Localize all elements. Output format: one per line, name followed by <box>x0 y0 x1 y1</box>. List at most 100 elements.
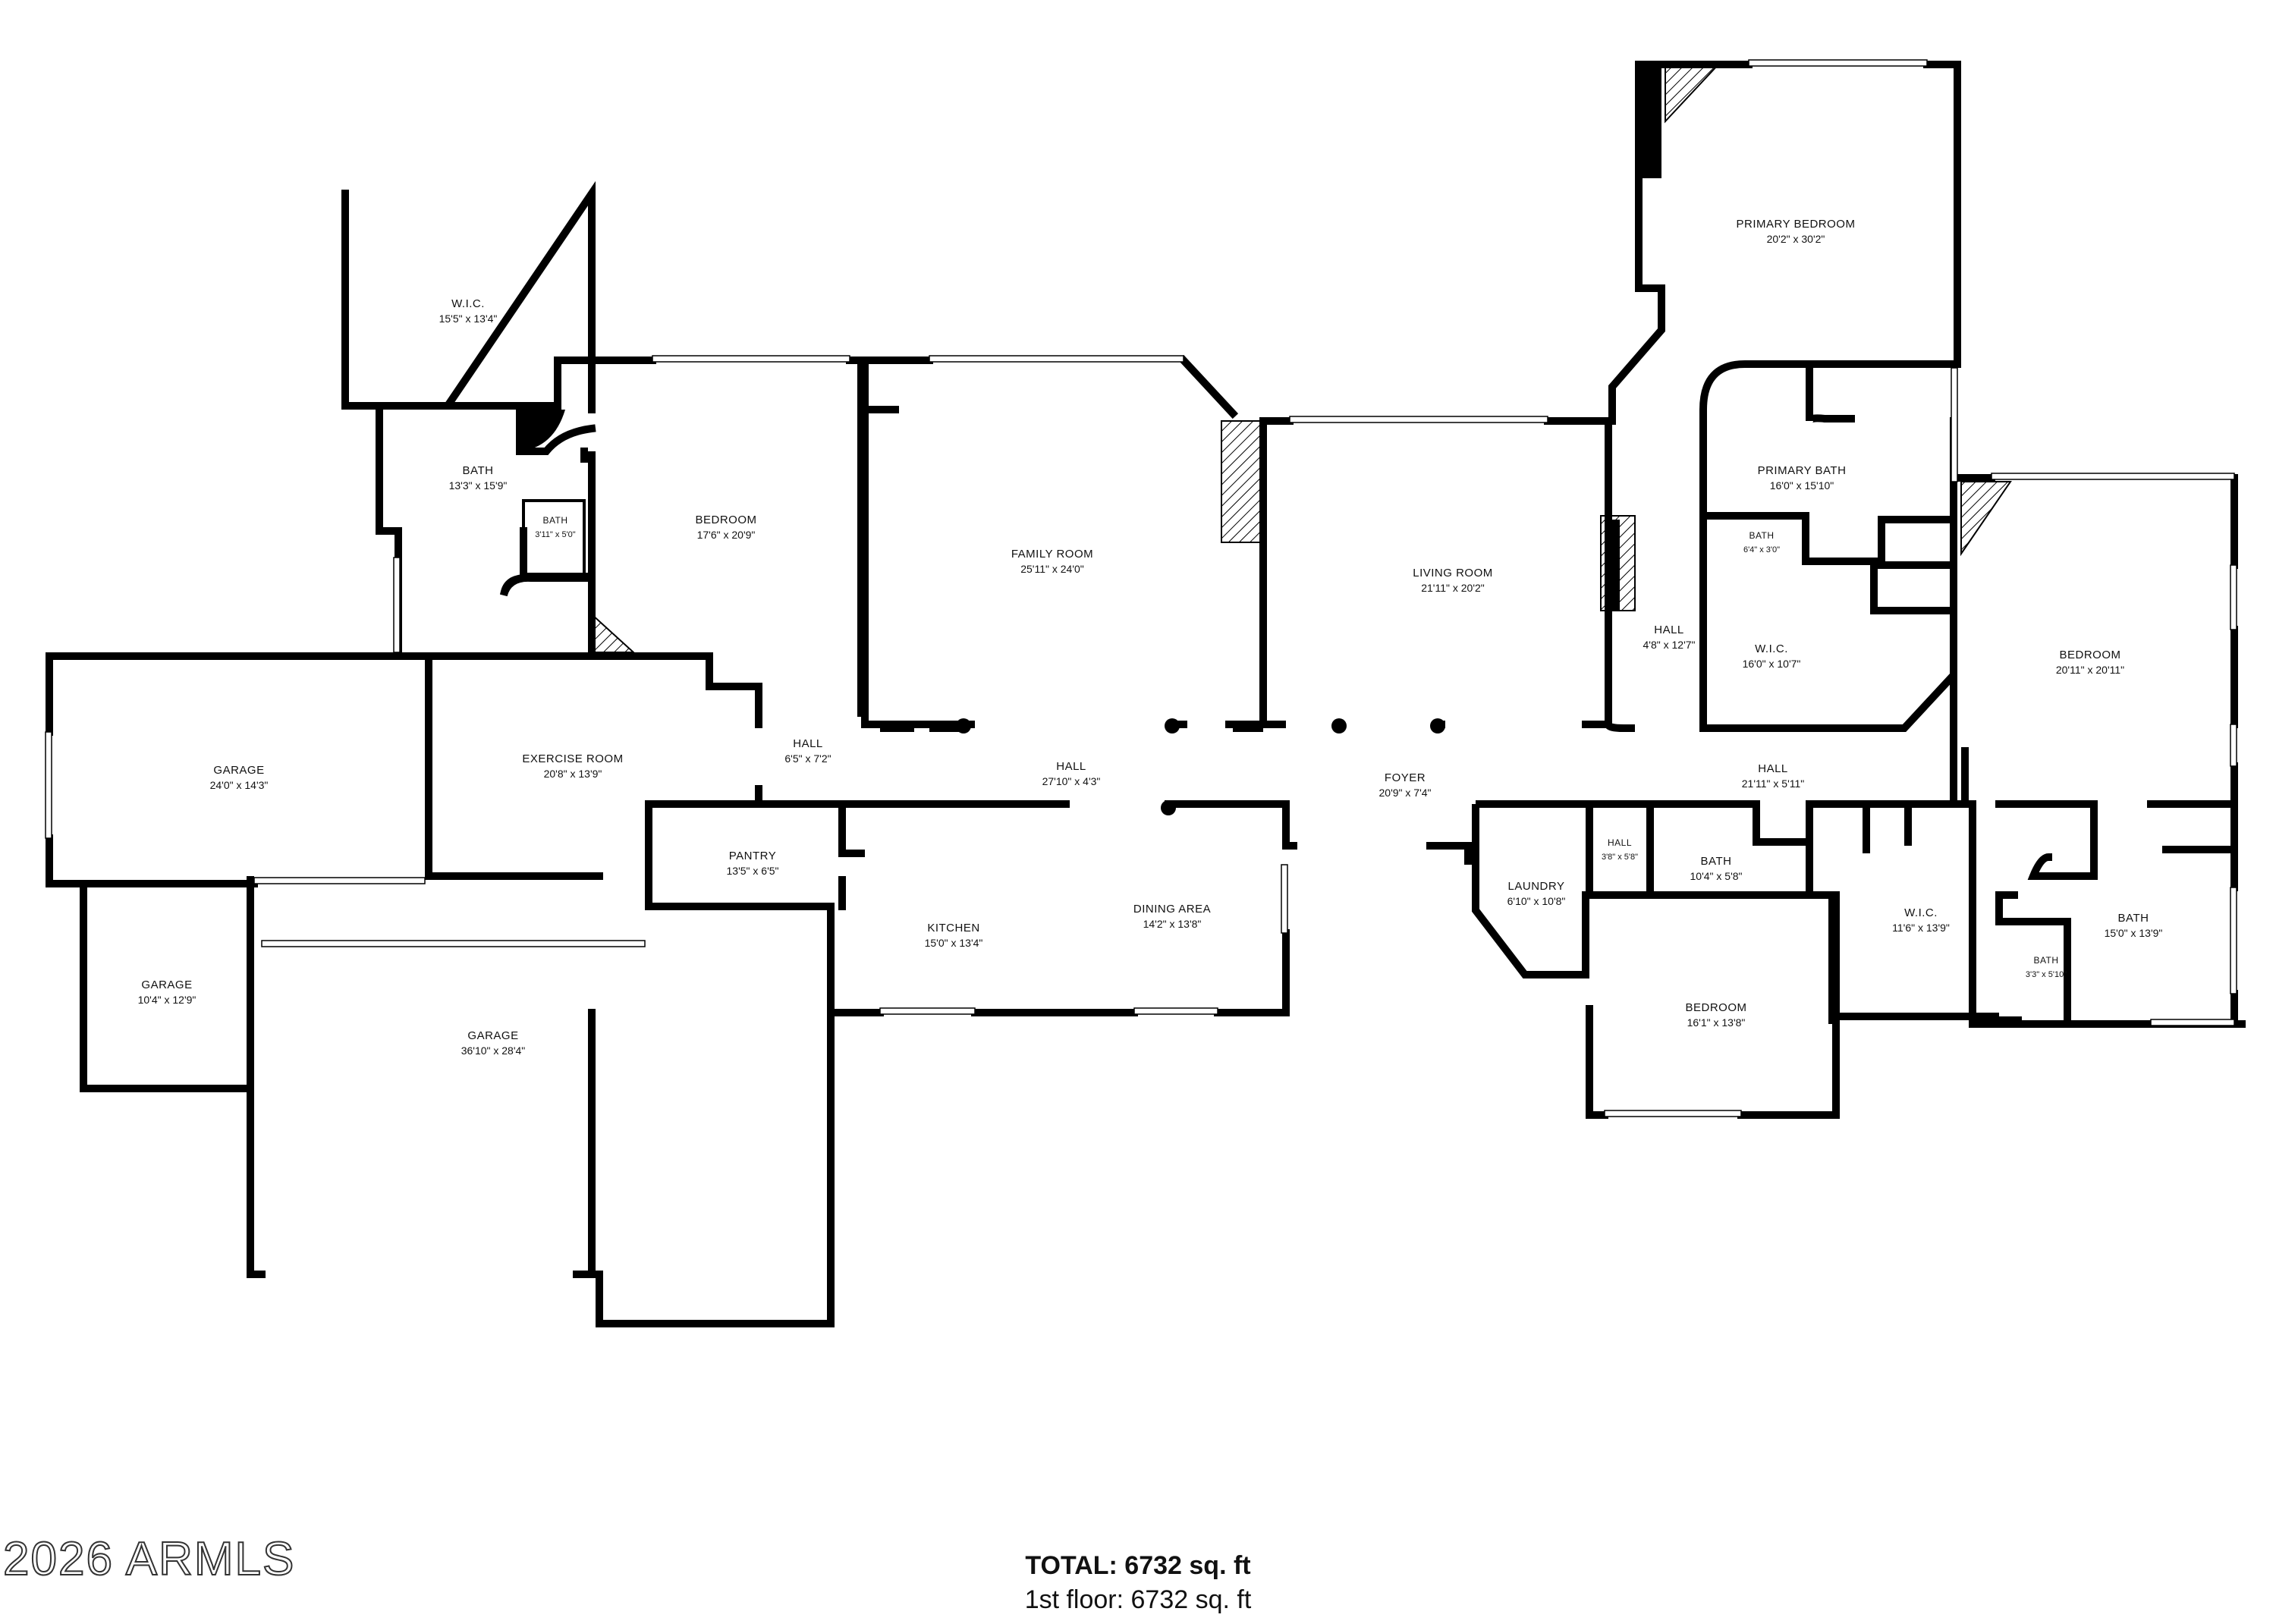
room-dim: 3'3" x 5'10" <box>2026 970 2067 979</box>
room-dim: 10'4" x 5'8" <box>1690 870 1743 882</box>
fireplaces <box>520 64 2012 653</box>
room-dim: 3'8" x 5'8" <box>1602 853 1638 862</box>
room-name: BATH <box>542 515 567 526</box>
room-name: BATH <box>1701 855 1732 868</box>
room-laundry: LAUNDRY 6'10" x 10'8" <box>1507 880 1566 907</box>
room-name: W.I.C. <box>1755 642 1788 655</box>
room-hall-east: HALL 21'11" x 5'11" <box>1742 762 1805 790</box>
room-name: HALL <box>1758 762 1788 775</box>
room-dim: 6'5" x 7'2" <box>784 752 831 765</box>
room-dim: 17'6" x 20'9" <box>697 529 756 541</box>
room-dim: 15'0" x 13'4" <box>925 937 983 949</box>
room-garage-big: GARAGE 36'10" x 28'4" <box>461 1029 526 1057</box>
room-name: BATH <box>463 464 494 477</box>
room-name: GARAGE <box>141 978 192 991</box>
room-name: EXERCISE ROOM <box>522 752 623 765</box>
room-labels: W.I.C. 15'5" x 13'4" BATH 13'3" x 15'9" BA… <box>138 218 2163 1057</box>
room-dim: 16'0" x 15'10" <box>1770 479 1834 492</box>
total-area: TOTAL: 6732 sq. ft <box>1025 1551 1251 1580</box>
room-dim: 21'11" x 20'2" <box>1421 582 1485 594</box>
room-name: GARAGE <box>213 764 264 777</box>
room-wic-primary: W.I.C. 16'0" x 10'7" <box>1743 642 1801 670</box>
room-name: PRIMARY BATH <box>1758 464 1847 477</box>
room-dim: 3'11" x 5'0" <box>535 530 575 539</box>
room-dim: 24'0" x 14'3" <box>210 779 269 791</box>
room-primary-bedroom: PRIMARY BEDROOM 20'2" x 30'2" <box>1737 218 1856 245</box>
room-name: W.I.C. <box>1904 906 1938 919</box>
room-foyer: FOYER 20'9" x 7'4" <box>1379 771 1432 799</box>
room-name: PANTRY <box>729 850 776 862</box>
room-primary-bath: PRIMARY BATH 16'0" x 15'10" <box>1758 464 1847 492</box>
room-dim: 21'11" x 5'11" <box>1742 777 1805 790</box>
room-name: PRIMARY BEDROOM <box>1737 218 1856 231</box>
room-bath-primary-small: BATH 6'4" x 3'0" <box>1743 530 1780 554</box>
room-bath-small-west: BATH 3'11" x 5'0" <box>535 515 575 539</box>
room-name: LAUNDRY <box>1508 880 1565 893</box>
room-pantry: PANTRY 13'5" x 6'5" <box>727 850 779 877</box>
room-dim: 20'2" x 30'2" <box>1767 233 1825 245</box>
room-name: HALL <box>1654 624 1684 636</box>
room-name: HALL <box>793 737 823 750</box>
room-bath-east-small: BATH 3'3" x 5'10" <box>2026 955 2067 979</box>
room-dim: 16'0" x 10'7" <box>1743 658 1801 670</box>
room-bedroom-south: BEDROOM 16'1" x 13'8" <box>1685 1001 1746 1029</box>
room-hall-east-vertical: HALL 4'8" x 12'7" <box>1643 624 1696 651</box>
room-name: DINING AREA <box>1133 903 1211 916</box>
room-dim: 36'10" x 28'4" <box>461 1044 526 1057</box>
room-dim: 27'10" x 4'3" <box>1042 775 1101 787</box>
room-wic-east: W.I.C. 11'6" x 13'9" <box>1892 906 1950 934</box>
area-summary: TOTAL: 6732 sq. ft 1st floor: 6732 sq. f… <box>835 1551 1441 1615</box>
windows <box>45 59 2237 1117</box>
room-dim: 15'5" x 13'4" <box>439 313 498 325</box>
room-dim: 13'5" x 6'5" <box>727 865 779 877</box>
room-dim: 6'4" x 3'0" <box>1743 545 1780 554</box>
room-name: FAMILY ROOM <box>1011 548 1093 561</box>
watermark: 2026 ARMLS <box>2 1532 296 1586</box>
room-dim: 11'6" x 13'9" <box>1892 922 1950 934</box>
room-garage-small: GARAGE 10'4" x 12'9" <box>138 978 196 1006</box>
room-name: BEDROOM <box>1685 1001 1746 1014</box>
walls <box>46 61 2246 1327</box>
room-name: HALL <box>1608 837 1632 848</box>
room-hall-small-west: HALL 6'5" x 7'2" <box>784 737 831 765</box>
room-name: KITCHEN <box>927 922 979 935</box>
room-exercise: EXERCISE ROOM 20'8" x 13'9" <box>522 752 623 780</box>
room-hall-small-east: HALL 3'8" x 5'8" <box>1602 837 1638 862</box>
room-bath-east: BATH 15'0" x 13'9" <box>2105 912 2163 939</box>
room-dim: 25'11" x 24'0" <box>1020 563 1084 575</box>
room-living-room: LIVING ROOM 21'11" x 20'2" <box>1413 567 1493 594</box>
room-name: FOYER <box>1385 771 1426 784</box>
room-hall-center: HALL 27'10" x 4'3" <box>1042 760 1101 787</box>
room-name: BATH <box>1749 530 1774 541</box>
room-dim: 20'9" x 7'4" <box>1379 787 1432 799</box>
room-dim: 20'8" x 13'9" <box>544 768 602 780</box>
room-garage-left: GARAGE 24'0" x 14'3" <box>210 764 269 791</box>
room-name: BATH <box>2118 912 2149 925</box>
room-name: W.I.C. <box>451 297 485 310</box>
room-name: HALL <box>1056 760 1086 773</box>
room-dim: 15'0" x 13'9" <box>2105 927 2163 939</box>
room-dim: 16'1" x 13'8" <box>1687 1016 1746 1029</box>
room-dim: 13'3" x 15'9" <box>449 479 508 492</box>
columns <box>880 718 1445 815</box>
room-bedroom-west: BEDROOM 17'6" x 20'9" <box>695 514 756 541</box>
room-name: GARAGE <box>467 1029 518 1042</box>
room-kitchen: KITCHEN 15'0" x 13'4" <box>925 922 983 949</box>
floor-area: 1st floor: 6732 sq. ft <box>1024 1585 1252 1614</box>
room-bath-west: BATH 13'3" x 15'9" <box>449 464 508 492</box>
room-name: BEDROOM <box>2059 649 2120 661</box>
room-bedroom-east: BEDROOM 20'11" x 20'11" <box>2056 649 2124 676</box>
room-dim: 20'11" x 20'11" <box>2056 664 2124 676</box>
room-dim: 10'4" x 12'9" <box>138 994 196 1006</box>
room-wic-west: W.I.C. 15'5" x 13'4" <box>439 297 498 325</box>
room-dim: 6'10" x 10'8" <box>1507 895 1566 907</box>
room-dining-area: DINING AREA 14'2" x 13'8" <box>1133 903 1211 930</box>
room-dim: 14'2" x 13'8" <box>1143 918 1202 930</box>
room-bath-east-upper: BATH 10'4" x 5'8" <box>1690 855 1743 882</box>
room-family-room: FAMILY ROOM 25'11" x 24'0" <box>1011 548 1093 575</box>
room-name: BEDROOM <box>695 514 756 526</box>
room-dim: 4'8" x 12'7" <box>1643 639 1696 651</box>
room-name: LIVING ROOM <box>1413 567 1493 580</box>
room-name: BATH <box>2033 955 2058 966</box>
